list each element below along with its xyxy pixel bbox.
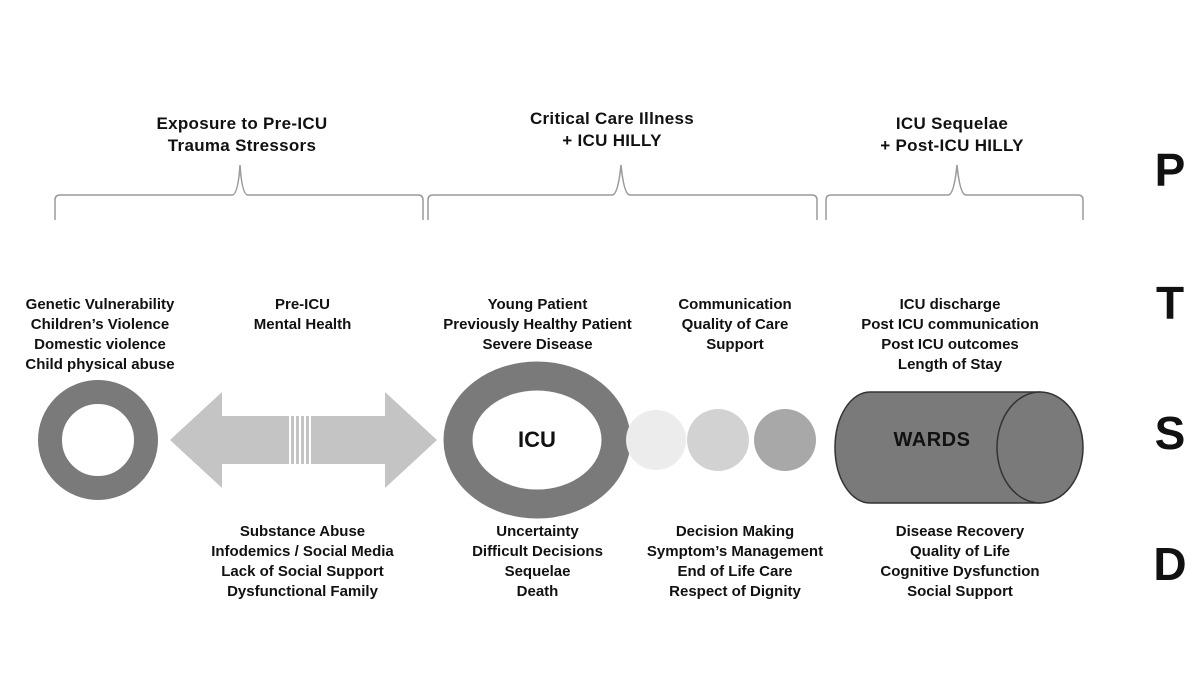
factor-line: Sequelae	[504, 563, 571, 580]
stage-title-line: Critical Care Illness	[529, 109, 695, 128]
factors-recovery: Disease Recovery Quality of Life Cogniti…	[855, 522, 1065, 602]
factor-line: Quality of Life	[909, 543, 1010, 560]
factors-genetic: Genetic Vulnerability Children’s Violenc…	[0, 295, 200, 375]
factor-line: Children’s Violence	[30, 316, 170, 333]
factor-line: Post ICU outcomes	[881, 336, 1019, 353]
factor-line: Genetic Vulnerability	[25, 296, 175, 313]
factors-pre-icu-mental: Pre-ICU Mental Health	[220, 295, 385, 335]
stage-title-line: ICU Sequelae	[895, 114, 1009, 133]
factor-line: End of Life Care	[677, 563, 793, 580]
factor-line: Severe Disease	[482, 336, 593, 353]
icu-ring	[443, 361, 631, 519]
ptsd-letter-d: D	[1153, 538, 1187, 590]
transition-circle-light	[626, 410, 686, 470]
wards-cylinder-end	[996, 391, 1084, 504]
factor-line: Young Patient	[487, 296, 588, 313]
stage-title-line: + Post-ICU HILLY	[880, 136, 1024, 155]
stage-title-icu: Critical Care Illness + ICU HILLY	[482, 108, 742, 152]
factor-line: Difficult Decisions	[472, 543, 603, 560]
factors-decision: Decision Making Symptom’s Management End…	[630, 522, 840, 602]
factors-substance: Substance Abuse Infodemics / Social Medi…	[195, 522, 410, 602]
factor-line: Infodemics / Social Media	[211, 543, 394, 560]
factor-line: Child physical abuse	[25, 356, 175, 373]
factor-line: Uncertainty	[496, 523, 579, 540]
factor-line: Social Support	[907, 583, 1013, 600]
factors-patient: Young Patient Previously Healthy Patient…	[425, 295, 650, 355]
factors-communication: Communication Quality of Care Support	[660, 295, 810, 355]
factor-line: Respect of Dignity	[669, 583, 801, 600]
factor-line: Support	[706, 336, 764, 353]
stage-title-line: Trauma Stressors	[167, 136, 317, 155]
factor-line: Death	[516, 583, 559, 600]
double-arrow	[170, 392, 437, 488]
factor-line: Symptom’s Management	[646, 543, 824, 560]
factor-line: Pre-ICU	[274, 296, 330, 313]
factor-line: Length of Stay	[897, 356, 1003, 373]
transition-circle-mid	[687, 409, 749, 471]
stage-title-pre-icu: Exposure to Pre-ICU Trauma Stressors	[112, 113, 372, 157]
stage-title-line: + ICU HILLY	[562, 131, 662, 150]
factor-line: Post ICU communication	[861, 316, 1039, 333]
stage-title-line: Exposure to Pre-ICU	[156, 114, 328, 133]
bracket-pre-icu	[54, 164, 424, 220]
ptsd-letter-s: S	[1154, 407, 1186, 459]
factor-line: Communication	[678, 296, 792, 313]
icu-label: ICU	[518, 427, 556, 452]
wards-label: WARDS	[893, 429, 971, 451]
factor-line: Cognitive Dysfunction	[880, 563, 1040, 580]
transition-circle-dark	[754, 409, 816, 471]
ptsd-letter-t: T	[1155, 277, 1185, 329]
stage-title-post-icu: ICU Sequelae + Post-ICU HILLY	[832, 113, 1072, 157]
bracket-icu	[427, 164, 818, 220]
bracket-post-icu	[825, 164, 1084, 220]
factors-uncertainty: Uncertainty Difficult Decisions Sequelae…	[455, 522, 620, 602]
factor-line: Substance Abuse	[239, 523, 366, 540]
wards-cylinder-body	[834, 391, 1041, 504]
factor-line: Domestic violence	[34, 336, 166, 353]
factors-discharge: ICU discharge Post ICU communication Pos…	[840, 295, 1060, 375]
factor-line: Decision Making	[675, 523, 795, 540]
factor-line: Disease Recovery	[895, 523, 1025, 540]
ptsd-letter-p: P	[1154, 144, 1186, 196]
arrow-stripes	[289, 416, 311, 464]
factor-line: ICU discharge	[899, 296, 1001, 313]
factor-line: Previously Healthy Patient	[443, 316, 632, 333]
factor-line: Lack of Social Support	[221, 563, 384, 580]
factor-line: Mental Health	[253, 316, 352, 333]
factor-line: Dysfunctional Family	[227, 583, 378, 600]
pre-icu-ring	[38, 380, 158, 500]
factor-line: Quality of Care	[681, 316, 789, 333]
